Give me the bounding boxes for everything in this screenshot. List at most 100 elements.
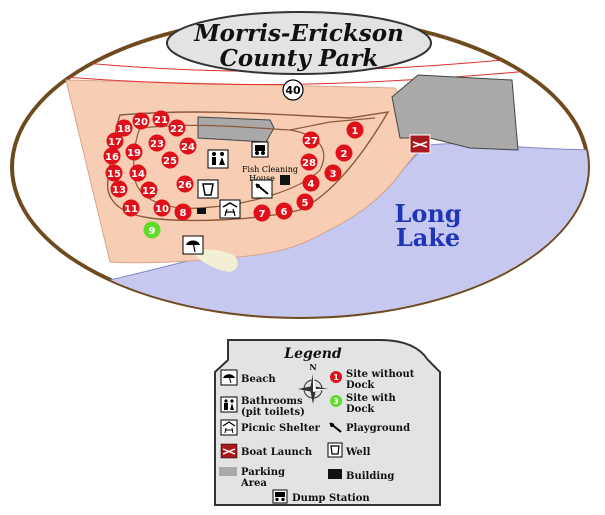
well-icon xyxy=(197,179,219,199)
svg-text:1: 1 xyxy=(352,126,359,137)
campsite-5[interactable]: 5 xyxy=(296,193,314,211)
svg-text:1: 1 xyxy=(333,373,339,382)
campsite-9[interactable]: 9 xyxy=(143,221,161,239)
legend-site-without-dock-line1: Site without xyxy=(346,369,415,380)
legend-site-without-dock-line2: Dock xyxy=(346,380,375,391)
building-small xyxy=(197,208,206,214)
campsite-22[interactable]: 22 xyxy=(168,119,186,137)
legend-building-swatch xyxy=(328,469,342,479)
svg-text:3: 3 xyxy=(333,397,339,406)
svg-text:4: 4 xyxy=(308,179,315,190)
svg-text:26: 26 xyxy=(178,180,192,191)
svg-text:27: 27 xyxy=(304,136,318,147)
legend-beach-label: Beach xyxy=(241,374,276,385)
campsite-25[interactable]: 25 xyxy=(161,151,179,169)
legend-building-label: Building xyxy=(346,471,394,482)
svg-text:16: 16 xyxy=(105,152,119,163)
legend-title: Legend xyxy=(283,346,342,362)
campsite-21[interactable]: 21 xyxy=(152,110,170,128)
svg-text:22: 22 xyxy=(170,124,184,135)
campsite-4[interactable]: 4 xyxy=(302,174,320,192)
campsite-13[interactable]: 13 xyxy=(110,180,128,198)
svg-text:24: 24 xyxy=(181,142,195,153)
campsite-20[interactable]: 20 xyxy=(132,112,150,130)
campsite-28[interactable]: 28 xyxy=(300,153,318,171)
svg-text:5: 5 xyxy=(302,198,309,209)
campsite-7[interactable]: 7 xyxy=(253,204,271,222)
legend-picnic-shelter-icon xyxy=(220,419,238,436)
svg-text:17: 17 xyxy=(108,137,122,148)
campsite-23[interactable]: 23 xyxy=(148,134,166,152)
svg-text:13: 13 xyxy=(112,185,126,196)
legend-beach-icon xyxy=(220,369,238,386)
picnic-shelter-icon xyxy=(219,199,241,219)
svg-text:8: 8 xyxy=(180,208,187,219)
svg-text:6: 6 xyxy=(281,207,288,218)
bathroom-icon xyxy=(207,149,229,169)
svg-text:15: 15 xyxy=(107,169,121,180)
legend-bathroom-icon xyxy=(220,396,238,413)
lake-label-line1: Long xyxy=(394,199,461,228)
legend-picnic-shelter-label: Picnic Shelter xyxy=(241,423,321,434)
legend-boat-launch-icon xyxy=(220,443,238,459)
campsite-10[interactable]: 10 xyxy=(153,199,171,217)
parking-area-small xyxy=(197,116,275,143)
campsite-12[interactable]: 12 xyxy=(140,181,158,199)
legend-site-without-dock-marker: 1 xyxy=(330,371,342,383)
svg-text:25: 25 xyxy=(163,156,177,167)
campsite-6[interactable]: 6 xyxy=(275,202,293,220)
legend-bathrooms-label-line2: (pit toilets) xyxy=(241,407,305,418)
campsite-15[interactable]: 15 xyxy=(105,164,123,182)
svg-text:2: 2 xyxy=(341,149,348,160)
building-fish-cleaning xyxy=(280,175,290,185)
playground-icon xyxy=(251,179,273,199)
campsite-2[interactable]: 2 xyxy=(335,144,353,162)
svg-text:19: 19 xyxy=(127,148,141,159)
parking-area-large xyxy=(391,74,519,151)
svg-text:28: 28 xyxy=(302,158,316,169)
boat-launch-icon xyxy=(409,134,431,154)
legend-site-with-dock-line2: Dock xyxy=(346,404,375,415)
legend: Legend N Beach Bathrooms (pit toilets) xyxy=(214,339,441,506)
svg-text:7: 7 xyxy=(259,209,266,220)
campsite-14[interactable]: 14 xyxy=(129,164,147,182)
legend-dump-station-label: Dump Station xyxy=(292,493,370,504)
svg-text:12: 12 xyxy=(142,186,156,197)
legend-dump-station-icon xyxy=(272,489,288,504)
campsite-24[interactable]: 24 xyxy=(179,137,197,155)
campsite-3[interactable]: 3 xyxy=(324,164,342,182)
legend-well-icon xyxy=(327,442,343,458)
title-box xyxy=(166,11,432,75)
legend-bathrooms-label-line1: Bathrooms xyxy=(241,396,303,407)
beach-icon xyxy=(182,235,204,255)
campsite-26[interactable]: 26 xyxy=(176,175,194,193)
legend-parking-swatch xyxy=(219,467,237,476)
campsite-17[interactable]: 17 xyxy=(106,132,124,150)
legend-playground-icon xyxy=(329,422,342,433)
legend-site-with-dock-line1: Site with xyxy=(346,393,397,404)
dump-station-icon xyxy=(251,141,269,158)
svg-text:9: 9 xyxy=(149,226,156,237)
svg-text:14: 14 xyxy=(131,169,145,180)
fish-cleaning-label-line1: Fish Cleaning xyxy=(242,165,298,174)
campsite-1[interactable]: 1 xyxy=(346,121,364,139)
beach-sand xyxy=(190,249,238,272)
road-marker xyxy=(282,79,304,101)
campsite-8[interactable]: 8 xyxy=(174,203,192,221)
svg-text:23: 23 xyxy=(150,139,164,150)
campsite-11[interactable]: 11 xyxy=(122,199,140,217)
campsite-27[interactable]: 27 xyxy=(302,131,320,149)
legend-site-with-dock-marker: 3 xyxy=(330,395,342,407)
lake-label-line2: Lake xyxy=(396,223,460,252)
map-title-line2: County Park xyxy=(220,45,379,72)
campsite-19[interactable]: 19 xyxy=(125,143,143,161)
campsite-16[interactable]: 16 xyxy=(103,147,121,165)
road-number: 40 xyxy=(285,84,301,97)
compass-icon xyxy=(298,374,328,404)
compass-north-label: N xyxy=(309,362,316,372)
legend-parking-label-line1: Parking xyxy=(241,467,285,478)
campsite-18[interactable]: 18 xyxy=(115,119,133,137)
legend-parking-label-line2: Area xyxy=(240,478,267,489)
map-title-line1: Morris-Erickson xyxy=(193,20,404,47)
